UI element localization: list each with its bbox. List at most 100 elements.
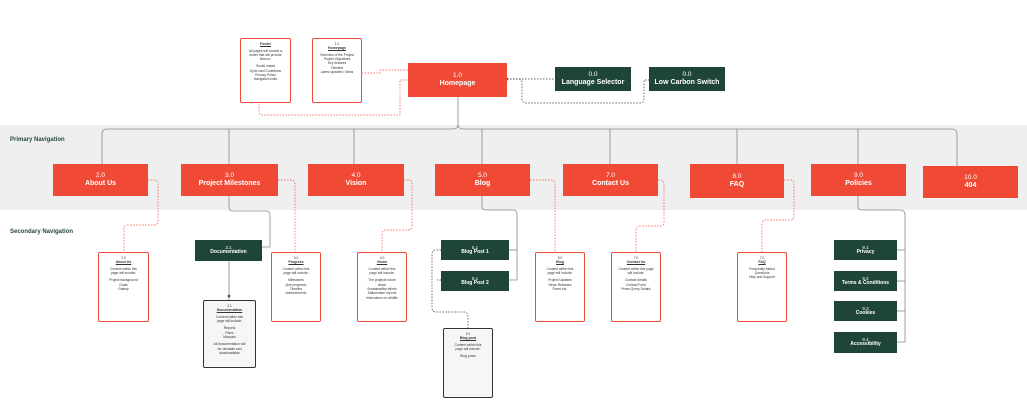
note-line: Event etc. bbox=[552, 286, 568, 291]
note-line: Project background bbox=[109, 278, 138, 283]
dotted-faq-note bbox=[761, 179, 795, 252]
note-number: 5.0 bbox=[557, 256, 563, 260]
note-line: Project Objectives bbox=[323, 57, 351, 62]
primary-navigation-label: Primary Navigation bbox=[10, 137, 65, 143]
note-line: be viewable and bbox=[217, 346, 242, 351]
accessibility-number: 9.4 bbox=[862, 337, 869, 343]
note-line: Reports bbox=[223, 326, 236, 331]
accessibility-title: Accessibility bbox=[850, 341, 881, 348]
privacy-node[interactable]: 9.1 Privacy bbox=[834, 240, 897, 260]
policies-node[interactable]: 9.0 Policies bbox=[811, 164, 906, 196]
note-line: Information on wildlife bbox=[366, 295, 398, 300]
note-line: Content within this page bbox=[618, 266, 654, 271]
about-us-number: 2.0 bbox=[95, 172, 106, 180]
note-line: vision bbox=[377, 282, 387, 287]
note-line: page will include: bbox=[110, 271, 137, 276]
accessibility-node[interactable]: 9.4 Accessibility bbox=[834, 332, 897, 353]
low-carbon-switch-title: Low Carbon Switch bbox=[654, 78, 720, 86]
dotted-blog-note bbox=[530, 179, 556, 252]
faq-number: 8.0 bbox=[732, 173, 742, 181]
homepage-node[interactable]: 1.0 Homepage bbox=[408, 63, 507, 97]
note-number: 3.0 bbox=[293, 256, 299, 260]
note-line: Content within this bbox=[546, 266, 574, 271]
about-us-title: About Us bbox=[84, 179, 117, 187]
note-line: Content within this bbox=[216, 314, 243, 319]
note-line: Key features bbox=[327, 61, 347, 66]
note-line: Contact details bbox=[625, 278, 647, 283]
note-number: 7.0 bbox=[633, 256, 639, 260]
dotted-about-note bbox=[123, 179, 159, 252]
note-line: All pages will include a bbox=[248, 48, 283, 53]
note-line: Timeline bbox=[330, 65, 344, 70]
terms-conditions-node[interactable]: 9.2 Terms & Conditions bbox=[834, 271, 897, 291]
note-line: Sustainability efforts bbox=[367, 286, 397, 291]
note-number: 3.1 bbox=[227, 304, 232, 308]
terms-conditions-number: 9.2 bbox=[862, 275, 869, 281]
note-line: Plans bbox=[225, 330, 234, 335]
note-line: Content within this bbox=[368, 266, 396, 271]
404-title: 404 bbox=[964, 181, 977, 189]
note-line: Overview of the Project bbox=[319, 52, 355, 57]
connector-home-trunk bbox=[101, 97, 459, 164]
note-title: Footer bbox=[260, 42, 271, 46]
privacy-number: 9.1 bbox=[862, 244, 869, 250]
low-carbon-switch-number: 0.0 bbox=[682, 71, 692, 79]
blog-title: Blog bbox=[474, 179, 491, 187]
blog-post-2-node[interactable]: 5.1 Blog Post 2 bbox=[441, 271, 509, 291]
404-number: 10.0 bbox=[964, 174, 977, 182]
language-selector-title: Language Selector bbox=[561, 78, 625, 86]
note-line: Frequently Asked bbox=[749, 266, 775, 271]
faq-node[interactable]: 8.0 FAQ bbox=[690, 164, 784, 198]
note-line: Stakeholder reports bbox=[367, 291, 397, 296]
note-line: (live progress) bbox=[285, 282, 307, 287]
cookies-title: Cookies bbox=[855, 309, 876, 316]
note-line: Navigation links bbox=[253, 77, 278, 82]
connector-policies-children bbox=[857, 196, 906, 343]
note-number: 5.1 bbox=[465, 332, 471, 336]
blog-node[interactable]: 5.0 Blog bbox=[435, 164, 530, 196]
note-line: Questions bbox=[754, 271, 770, 276]
blog-post-1-node[interactable]: 5.1 Blog Post 1 bbox=[441, 240, 509, 260]
note-line: Manuals bbox=[223, 334, 236, 339]
cookies-number: 9.3 bbox=[862, 305, 869, 311]
vision-node[interactable]: 4.0 Vision bbox=[308, 164, 404, 196]
note-line: Social media bbox=[256, 64, 275, 69]
terms-conditions-title: Terms & Conditions bbox=[841, 279, 890, 286]
note-line: Timeline bbox=[289, 286, 303, 291]
note-line: links to: bbox=[259, 57, 272, 62]
note-line: Goals bbox=[119, 282, 128, 287]
cookies-node[interactable]: 9.3 Cookies bbox=[834, 301, 897, 321]
about-us-node[interactable]: 2.0 About Us bbox=[53, 164, 148, 196]
note-title: Progress bbox=[288, 260, 304, 265]
dotted-contact-note bbox=[635, 179, 665, 252]
connector-blog-posts bbox=[481, 196, 518, 281]
note-line: News Releases bbox=[548, 282, 572, 287]
low-carbon-switch-node[interactable]: 0.0 Low Carbon Switch bbox=[649, 67, 725, 91]
note-line: Milestones bbox=[288, 278, 304, 283]
contact-us-node[interactable]: 7.0 Contact Us bbox=[563, 164, 658, 196]
note-line: Achievements bbox=[285, 291, 307, 296]
dotted-home-footer bbox=[258, 79, 408, 116]
note-title: About Us bbox=[115, 260, 132, 265]
note-title: Vision bbox=[376, 260, 388, 265]
note-line: Latest updates / News bbox=[320, 69, 354, 74]
documentation-node[interactable]: 3.1 Documentation bbox=[195, 240, 262, 261]
note-number: 1.0 bbox=[334, 42, 340, 46]
note-line: Content within this bbox=[110, 266, 137, 271]
404-node[interactable]: 10.0 404 bbox=[923, 166, 1018, 198]
note-title: Homepage bbox=[328, 46, 346, 51]
blog-post-2-number: 5.1 bbox=[471, 275, 479, 281]
project-milestones-node[interactable]: 3.0 Project Milestones bbox=[181, 164, 278, 196]
note-line: will include: bbox=[627, 271, 645, 276]
vision-title: Vision bbox=[345, 179, 367, 187]
language-selector-node[interactable]: 0.0 Language Selector bbox=[555, 67, 631, 91]
policies-number: 9.0 bbox=[853, 172, 864, 180]
note-line: All documentation will bbox=[213, 342, 246, 347]
faq-title: FAQ bbox=[729, 180, 745, 188]
note-line: Help and Support bbox=[749, 275, 775, 280]
note-title: Contact Us bbox=[626, 260, 646, 265]
